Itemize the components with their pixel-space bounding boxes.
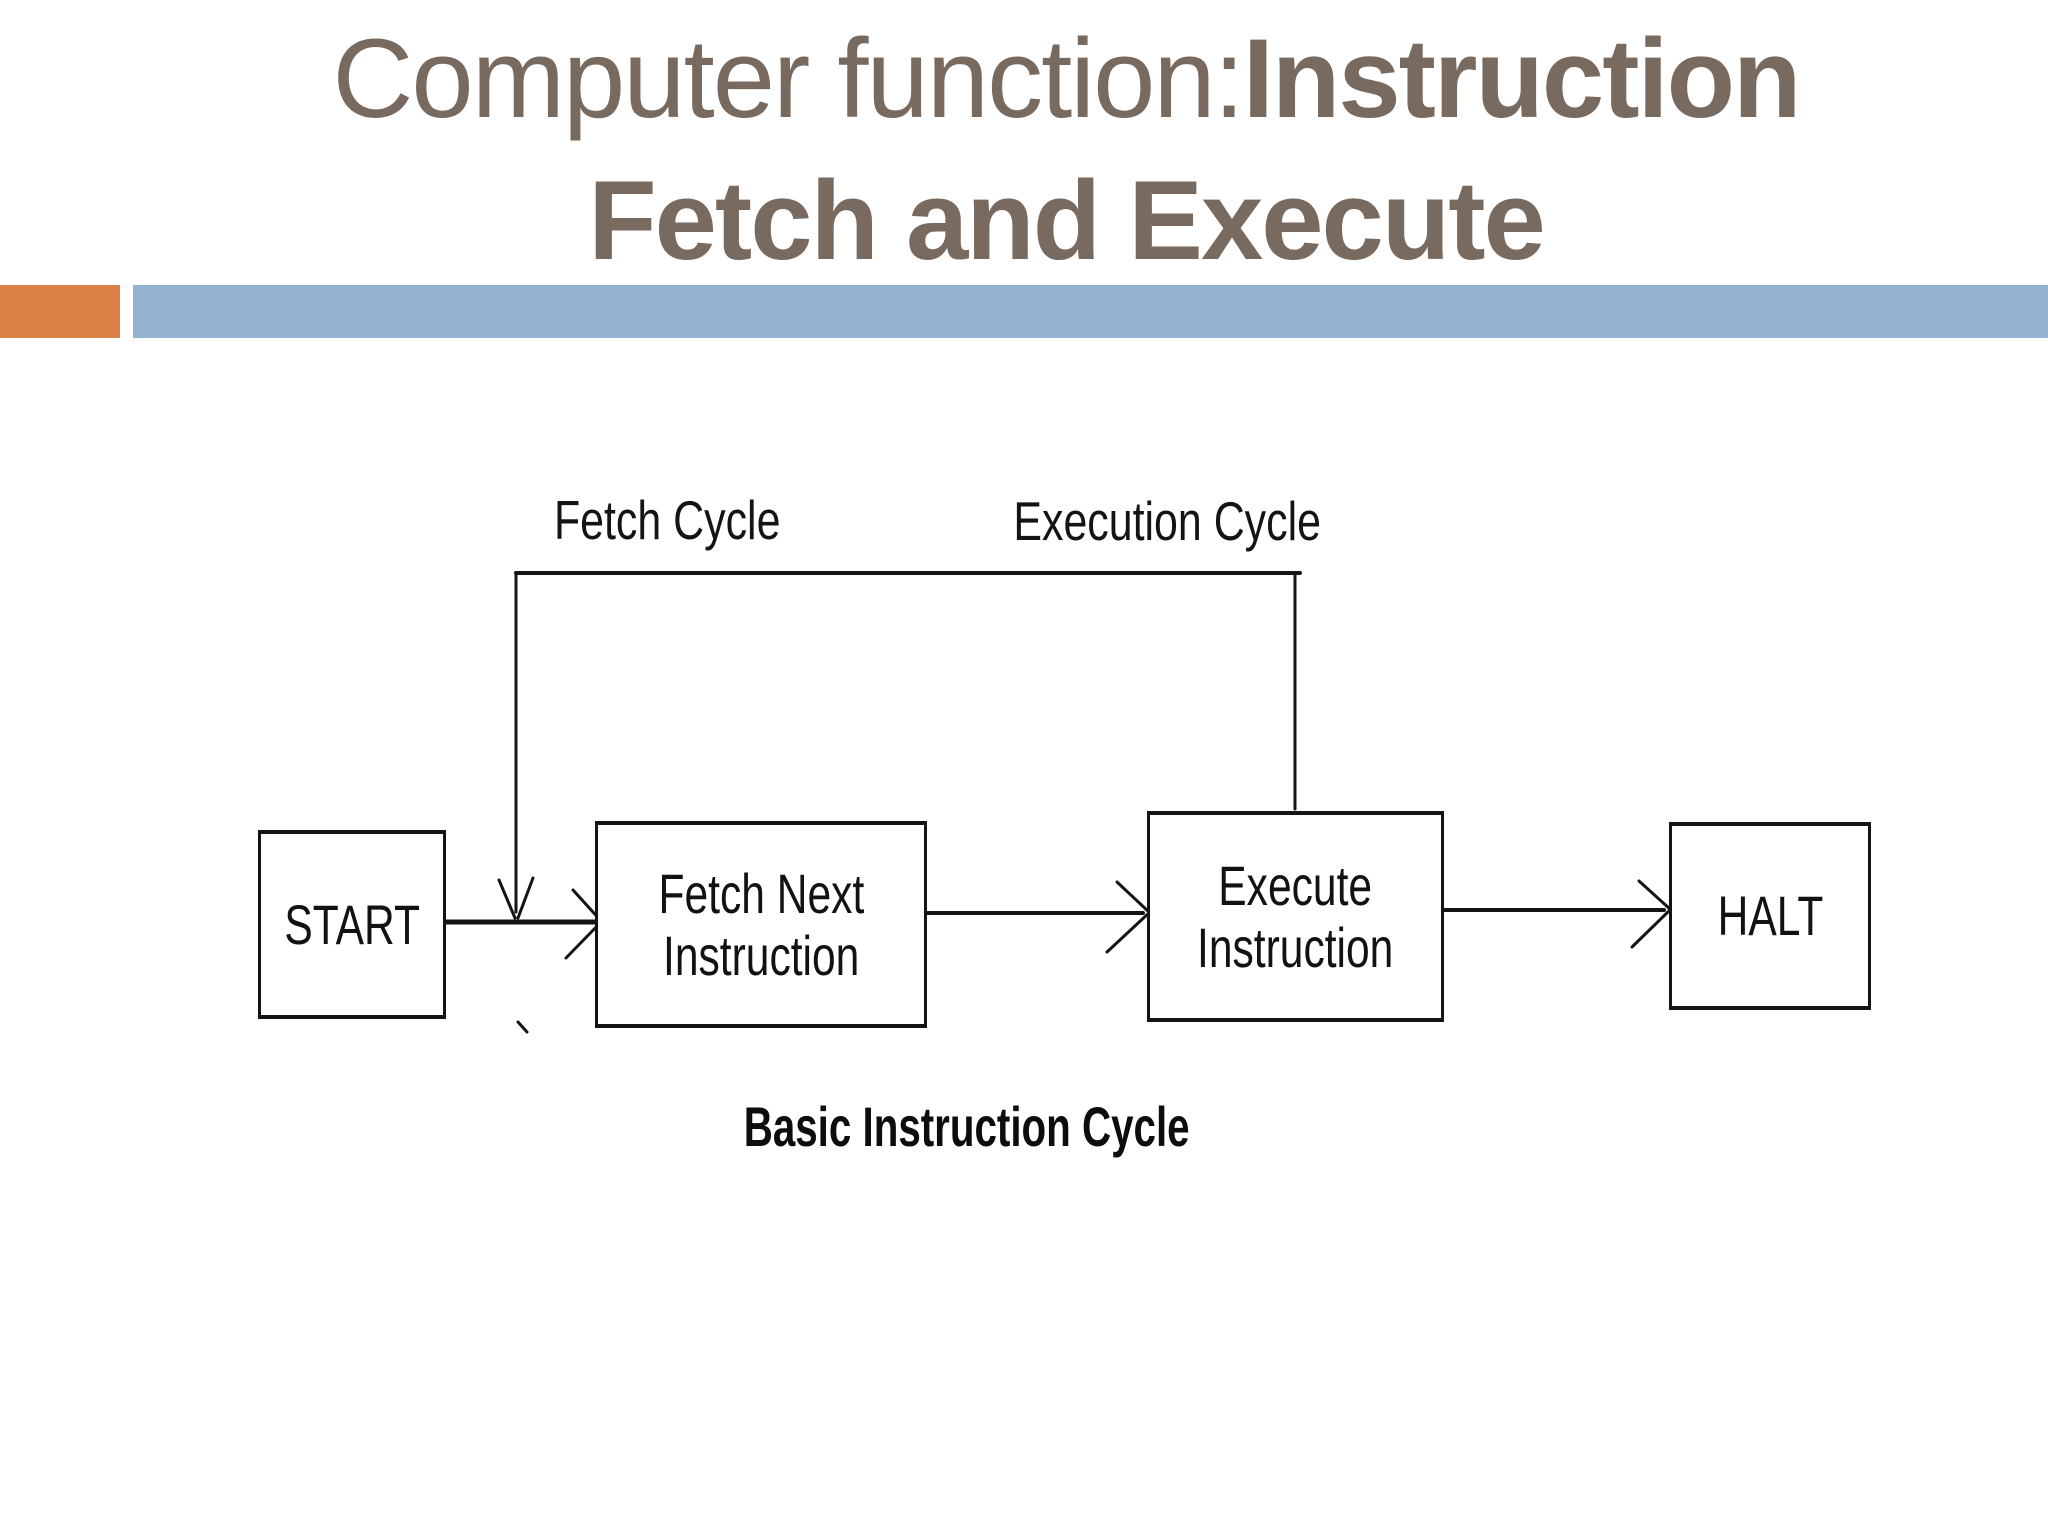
accent-bar-blue — [133, 285, 2048, 338]
slide-title-line2: Fetch and Execute — [588, 158, 1546, 283]
accent-bar-orange — [0, 285, 120, 338]
fetch-box-label-line2: Instruction — [662, 923, 860, 987]
arrowhead-into-halt — [1630, 879, 1673, 949]
start-box: START — [258, 830, 446, 1019]
start-box-label: START — [284, 892, 420, 956]
slide-title: Computer function:Instruction Fetch and … — [0, 8, 2048, 292]
execute-instruction-box: Execute Instruction — [1147, 811, 1444, 1022]
fetch-box-label-line1: Fetch Next — [658, 861, 864, 925]
title-bold-part: Instruction — [1242, 16, 1802, 141]
title-regular-part: Computer function: — [332, 16, 1245, 141]
diagram-caption-text: Basic Instruction Cycle — [744, 1094, 1190, 1158]
down-arrowhead — [497, 876, 535, 920]
halt-box-label: HALT — [1717, 884, 1823, 947]
execution-cycle-label-text: Execution Cycle — [1013, 490, 1321, 552]
slide-title-line1: Computer function:Instruction — [84, 8, 2048, 150]
execute-box-label-line2: Instruction — [1197, 915, 1394, 979]
arrowhead-into-execute — [1105, 880, 1152, 954]
fetch-cycle-label: Fetch Cycle — [497, 484, 837, 556]
diagram-caption: Basic Instruction Cycle — [744, 1090, 1190, 1162]
execution-cycle-label: Execution Cycle — [987, 486, 1347, 556]
execute-box-label-line1: Execute — [1218, 853, 1373, 917]
fetch-next-instruction-box: Fetch Next Instruction — [595, 821, 927, 1028]
stray-tick-mark — [516, 1020, 529, 1034]
halt-box: HALT — [1669, 822, 1871, 1010]
fetch-cycle-label-text: Fetch Cycle — [553, 489, 781, 551]
